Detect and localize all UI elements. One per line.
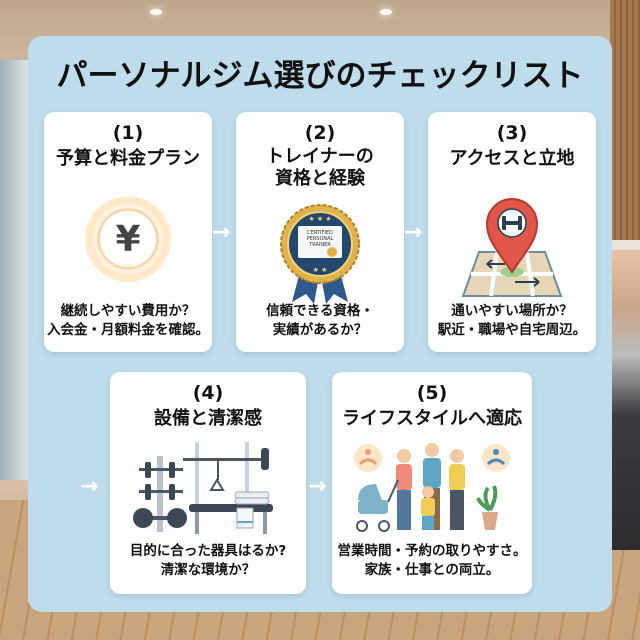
card-description: 目的に合った器具はるか? 清潔な環境か？ — [129, 543, 287, 578]
card-number: (2) — [304, 122, 336, 144]
svg-text:★ ★: ★ ★ — [313, 266, 328, 274]
checklist-panel: パーソナルジム選びのチェックリスト (1) 予算と料金プラン ¥ 継続しやすい費… — [28, 36, 612, 612]
page-title: パーソナルジム選びのチェックリスト — [56, 58, 584, 94]
card-title: ライフスタイルへ適応 — [342, 408, 522, 429]
background-window — [0, 60, 28, 480]
background-wood-wall — [610, 0, 640, 240]
svg-text:TRAINER: TRAINER — [308, 242, 331, 248]
arrow-right-icon: → — [308, 474, 327, 499]
card-title: 設備と清潔感 — [154, 408, 262, 429]
card-number: (5) — [416, 382, 448, 404]
background-person-exercising — [610, 250, 640, 550]
card-title: 予算と料金プラン — [56, 148, 200, 169]
svg-text:★ ★ ★: ★ ★ ★ — [308, 215, 331, 223]
ceiling-light — [380, 9, 392, 15]
card-description: 通いやすい場所か？ 駅近・職場や自宅周辺。 — [437, 303, 587, 338]
svg-text:PERSONAL: PERSONAL — [307, 236, 334, 242]
checklist-card-trainer: (2) トレイナーの 資格と経験 CERTIFIED PERSONAL TRAI… — [236, 112, 404, 352]
card-title: アクセスと立地 — [449, 148, 575, 169]
card-number: (1) — [112, 122, 144, 144]
checklist-card-budget: (1) 予算と料金プラン ¥ 継続しやすい費用か？ 入会金・月額料金を確認。 — [44, 112, 212, 352]
checklist-card-access: (3) アクセスと立地 通いやすい場所か？ 駅近・職場や自宅周辺。 — [428, 112, 596, 352]
card-description: 信頼できる資格・ 実績があるか？ — [266, 303, 374, 338]
ceiling-light — [150, 9, 162, 15]
checklist-card-lifestyle: (5) ライフスタイルへ適応 — [332, 372, 532, 594]
card-title: トレイナーの 資格と経験 — [266, 146, 374, 189]
gym-equipment-icon — [133, 442, 283, 542]
card-description: 営業時間・予約の取りやすさ。 家族・仕事との両立。 — [337, 543, 527, 578]
arrow-right-icon: → — [212, 220, 231, 245]
certified-badge-icon: CERTIFIED PERSONAL TRAINER ★ ★ ★ ★ ★ — [278, 204, 362, 308]
card-number: (3) — [496, 122, 528, 144]
map-pin-dumbbell-icon — [457, 190, 567, 304]
checklist-card-facilities: (4) 設備と清潔感 — [110, 372, 306, 594]
card-number: (4) — [192, 382, 224, 404]
arrow-right-icon: → — [80, 474, 99, 499]
svg-text:CERTIFIED: CERTIFIED — [307, 230, 333, 236]
card-description: 継続しやすい費用か？ 入会金・月額料金を確認。 — [47, 303, 209, 338]
arrow-right-icon: → — [404, 220, 423, 245]
yen-coin-icon: ¥ — [85, 196, 171, 282]
family-lifestyle-icon — [352, 440, 512, 544]
